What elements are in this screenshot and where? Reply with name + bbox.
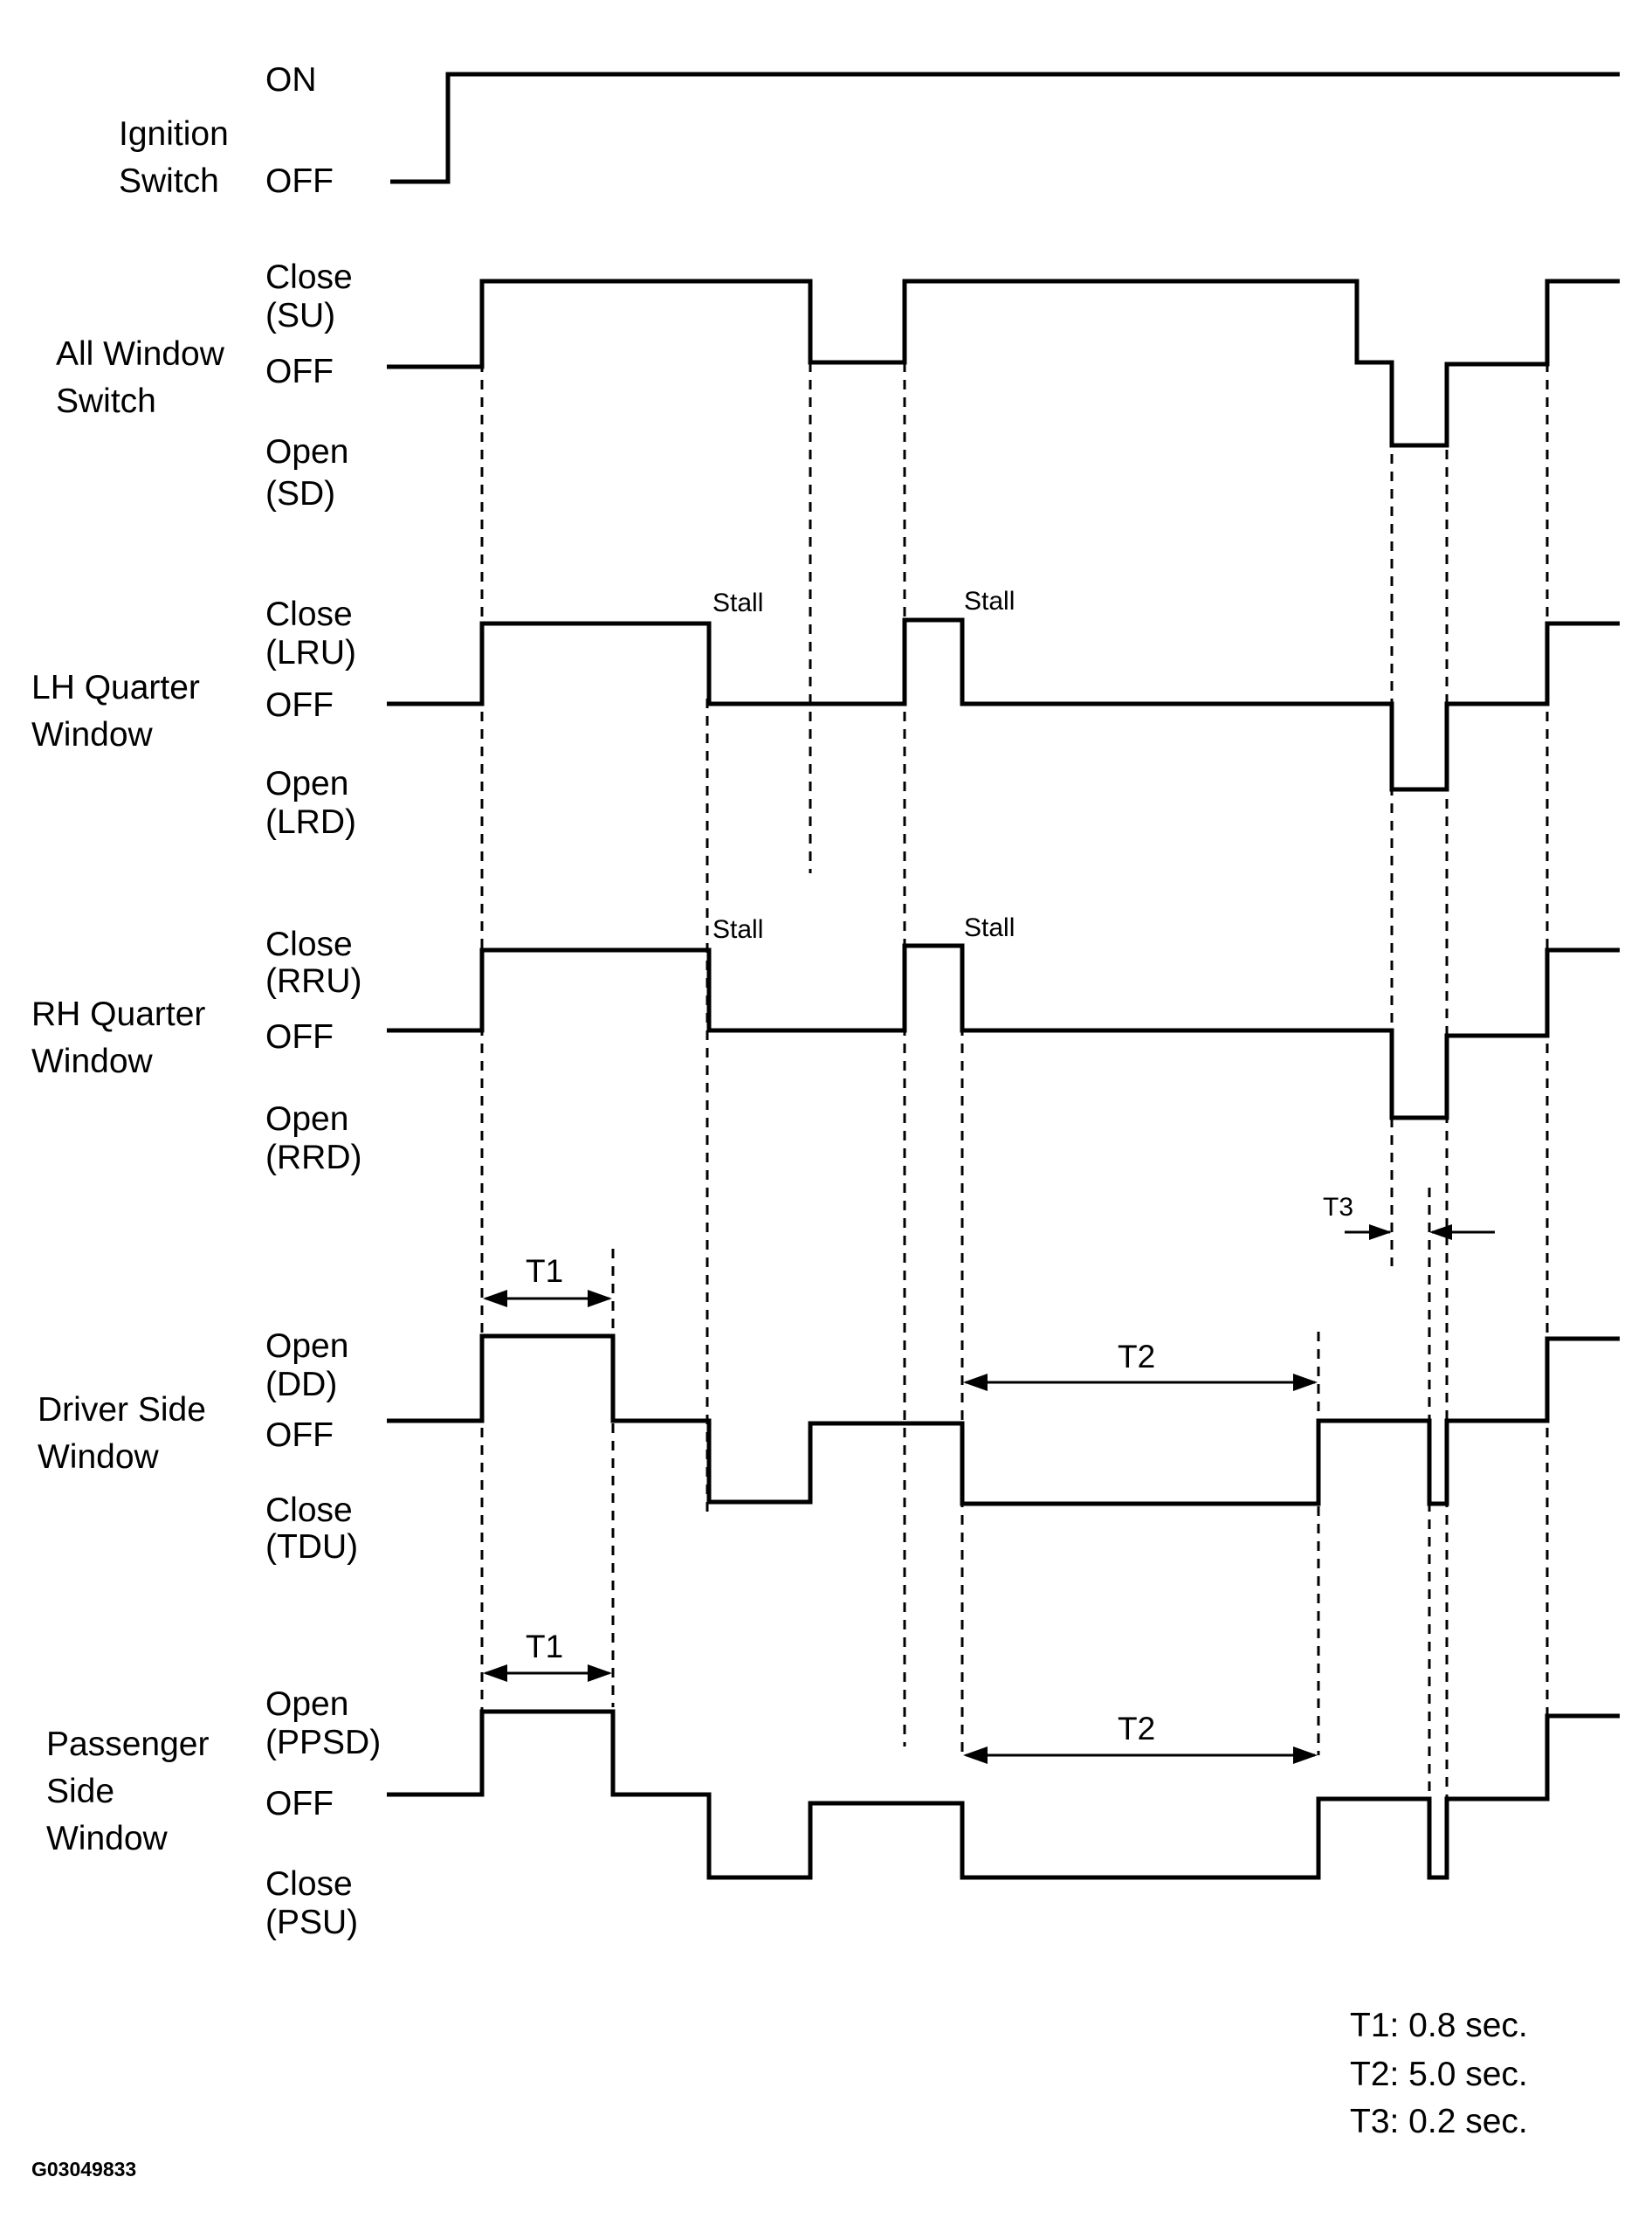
t2-label: T2 [1118,1339,1155,1374]
t1-label: T1 [526,1253,563,1289]
level-label: (LRD) [265,803,356,841]
level-labels-lh-quarter: Close (LRU) OFF Open (LRD) [265,596,356,841]
arrow-right-icon [1293,1374,1318,1391]
level-label: Open [265,1327,348,1365]
t2-driver-dimension [963,1374,1318,1391]
level-label: (TDU) [265,1528,358,1566]
level-label: OFF [265,1785,334,1822]
signal-label-lh-quarter: LH Quarter Window [31,669,210,754]
arrow-left-icon [1429,1224,1452,1240]
arrow-left-icon [483,1290,507,1307]
t2-label: T2 [1118,1711,1155,1746]
level-label: Close [265,1492,353,1529]
signal-label-all-window: All Window Switch [56,335,234,420]
signal-label-passenger-side: Passenger Side Window [46,1726,218,1857]
legend: T1: 0.8 sec. T2: 5.0 sec. T3: 0.2 sec. [1350,2007,1528,2140]
all-window-switch-waveform [387,279,1620,448]
level-label: Open [265,433,348,471]
signal-label-driver-side: Driver Side Window [38,1391,216,1476]
level-label: Close [265,596,353,633]
level-labels-passenger-side: Open (PPSD) OFF Close (PSU) [265,1685,381,1941]
stall-note: Stall [964,913,1015,942]
level-label: (SD) [265,475,335,513]
legend-item: T2: 5.0 sec. [1350,2056,1528,2093]
t2-passenger-dimension [963,1746,1318,1764]
level-labels-driver-side: Open (DD) OFF Close (TDU) [265,1327,358,1566]
rh-quarter-window-waveform [387,943,1620,1120]
t1-label: T1 [526,1629,563,1664]
passenger-side-window-waveform [387,1709,1620,1880]
level-label: OFF [265,1018,334,1056]
legend-item: T3: 0.2 sec. [1350,2103,1528,2140]
level-label: (LRU) [265,634,356,672]
figure-id: G03049833 [31,2158,136,2180]
arrow-left-icon [963,1746,988,1764]
arrow-left-icon [483,1664,507,1682]
level-labels-all-window: Close (SU) OFF Open (SD) [265,258,353,513]
level-label: OFF [265,1416,334,1454]
t3-label: T3 [1323,1193,1353,1222]
t1-passenger-dimension [483,1664,612,1682]
lh-quarter-window-waveform [387,617,1620,792]
arrow-right-icon [588,1664,612,1682]
t1-driver-dimension [483,1290,612,1307]
level-label: (PSU) [265,1904,358,1941]
level-label: OFF [265,686,334,724]
ignition-switch-waveform [390,72,1620,184]
level-label: (SU) [265,297,335,334]
signal-label-ignition: Ignition Switch [119,115,238,200]
level-label: Close [265,1865,353,1903]
level-label: OFF [265,162,334,200]
level-label: Open [265,1685,348,1723]
legend-item: T1: 0.8 sec. [1350,2007,1528,2044]
level-labels-rh-quarter: Close (RRU) OFF Open (RRD) [265,926,361,1176]
signal-label-rh-quarter: RH Quarter Window [31,995,215,1080]
level-label: Close [265,258,353,296]
stall-note: Stall [712,589,763,617]
arrow-right-icon [1293,1746,1318,1764]
level-labels-ignition: ON OFF [265,61,334,200]
driver-side-window-waveform [387,1333,1620,1506]
level-label: Close [265,926,353,963]
level-label: ON [265,61,317,99]
level-label: (PPSD) [265,1724,381,1761]
level-label: (RRD) [265,1139,361,1176]
arrow-right-icon [1369,1224,1392,1240]
stall-note: Stall [964,587,1015,616]
level-label: OFF [265,353,334,390]
level-label: Open [265,1100,348,1138]
level-label: Open [265,765,348,803]
level-label: (RRU) [265,962,361,1000]
level-label: (DD) [265,1366,337,1403]
arrow-right-icon [588,1290,612,1307]
stall-note: Stall [712,915,763,944]
t3-dimension [1345,1224,1495,1240]
arrow-left-icon [963,1374,988,1391]
